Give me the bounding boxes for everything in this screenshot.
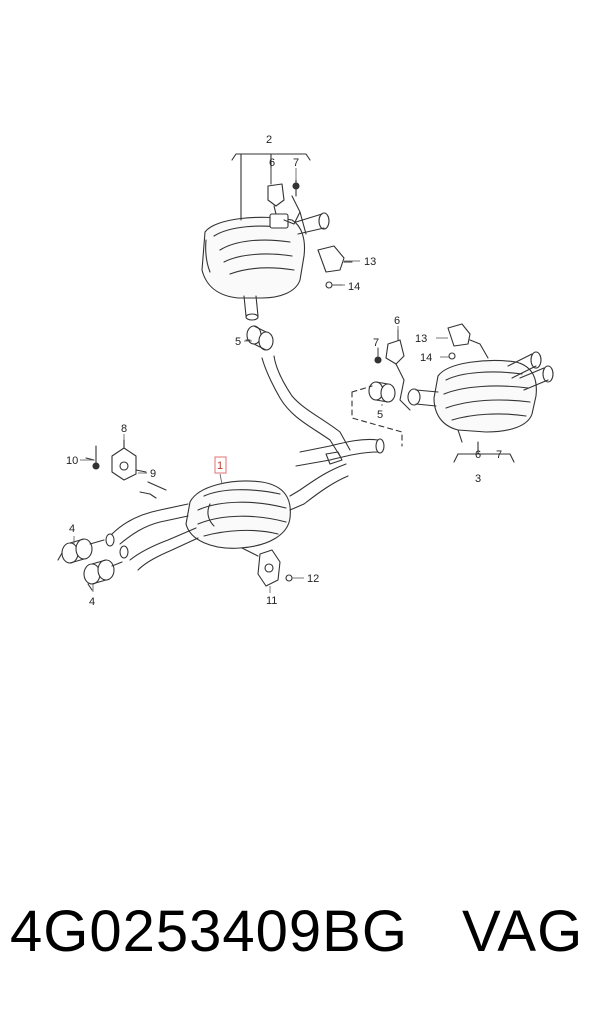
bracket-8 [111,439,137,481]
callout-6-right: 6 [394,315,400,327]
callout-9: 9 [150,468,156,480]
clamp-5-upper [245,325,274,351]
callout-8: 8 [121,423,127,435]
callout-10: 10 [66,455,78,467]
callout-6-upper: 6 [269,157,275,169]
center-silencer [185,480,291,549]
callout-1: 1 [217,460,223,472]
callout-14-upper: 14 [348,281,360,293]
brand-label: VAG [462,899,584,964]
exhaust-system-diagram: 2 6 7 13 14 5 6 7 13 14 5 6 7 3 8 10 9 1… [57,134,554,608]
highlight-box [214,456,227,474]
callout-7-bottom: 7 [496,449,502,461]
clamp-5-right [368,381,396,403]
callout-14-right: 14 [420,352,432,364]
callout-13-right: 13 [415,333,427,345]
callout-4-top: 4 [69,523,75,535]
callout-3: 3 [475,473,481,485]
callout-2: 2 [266,134,272,146]
bracket-6-upper [267,183,289,229]
callout-5-upper: 5 [235,336,241,348]
rear-silencer-left [201,212,330,321]
callout-13-upper: 13 [364,256,376,268]
callout-7-upper: 7 [293,157,299,169]
callout-5-right: 5 [377,409,383,421]
part-number: 4G0253409BG [10,899,408,964]
rear-silencer-right [407,351,554,443]
callout-12: 12 [307,573,319,585]
callout-11: 11 [266,595,277,607]
callout-6-bottom: 6 [475,449,481,461]
callout-4-bottom: 4 [89,596,95,608]
clamp-4-left [57,538,105,564]
callout-7-right: 7 [373,337,379,349]
clamp-4-right [83,559,123,591]
bracket-11 [241,547,281,587]
